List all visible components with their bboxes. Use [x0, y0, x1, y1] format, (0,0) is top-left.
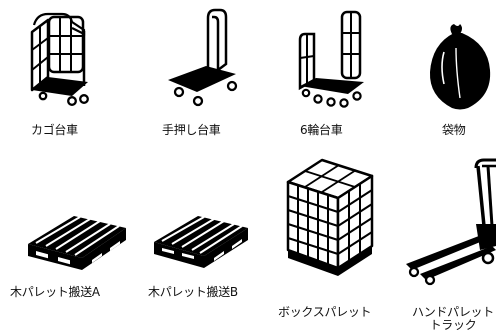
- item-roll-cage-cart: カゴ台車: [0, 0, 120, 150]
- item-label: 手押し台車: [162, 123, 221, 137]
- item-label: 木パレット搬送B: [148, 285, 238, 299]
- hand-cart-icon: [168, 8, 238, 107]
- item-label: カゴ台車: [31, 123, 78, 137]
- item-six-wheel-cart: 6輪台車: [270, 0, 380, 150]
- item-label-line-2: トラック: [429, 318, 477, 332]
- item-label: 袋物: [442, 123, 466, 137]
- item-label: 木パレット搬送A: [10, 285, 100, 299]
- item-wooden-pallet-a: 木パレット搬送A: [0, 180, 140, 332]
- item-hand-cart: 手押し台車: [120, 0, 250, 150]
- item-label-line-1: ハンドパレット: [412, 305, 494, 319]
- item-hand-pallet-truck: ハンドパレット トラック: [400, 150, 496, 332]
- wooden-pallet-icon: [28, 216, 126, 270]
- six-wheel-cart-icon: [298, 10, 364, 108]
- hand-pallet-truck-icon: [406, 158, 496, 286]
- box-pallet-icon: [286, 158, 374, 276]
- item-bag: 袋物: [400, 0, 496, 150]
- item-box-pallet: ボックスパレット: [270, 150, 400, 332]
- roll-cage-cart-icon: [30, 12, 89, 106]
- bag-icon: [429, 24, 491, 110]
- item-label: ハンドパレット トラック: [410, 306, 496, 332]
- item-label: 6輪台車: [300, 123, 343, 137]
- item-wooden-pallet-b: 木パレット搬送B: [140, 180, 270, 332]
- item-label: ボックスパレット: [278, 305, 372, 319]
- wooden-pallet-icon: [154, 216, 248, 268]
